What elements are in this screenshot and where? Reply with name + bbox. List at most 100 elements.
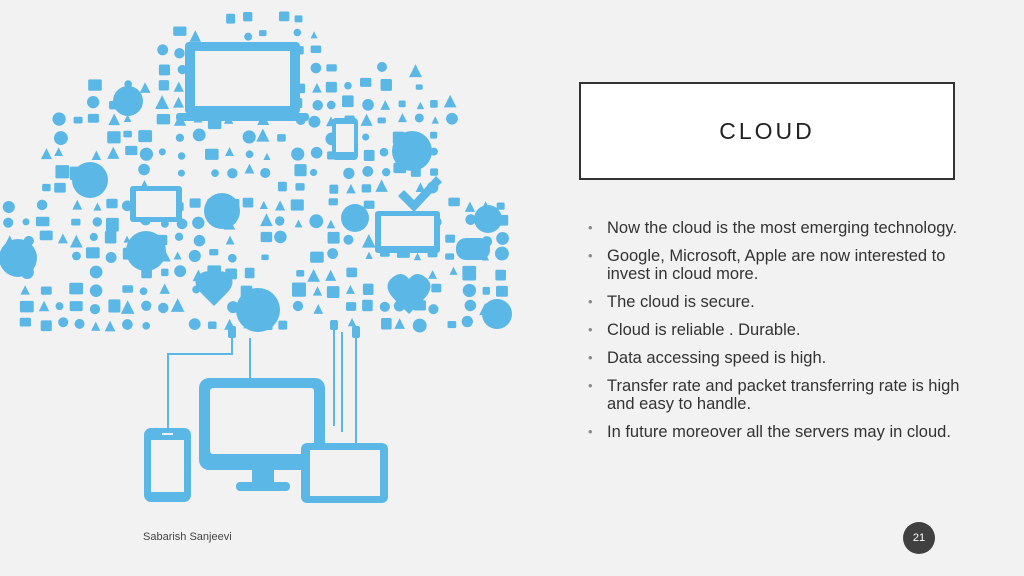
app-icon-tile <box>361 184 372 193</box>
app-icon-tile <box>139 82 151 93</box>
app-icon-tile <box>89 284 103 297</box>
bullet-marker: • <box>588 294 593 309</box>
app-icon-tile <box>177 64 187 75</box>
app-icon-tile <box>170 298 185 312</box>
app-icon-tile <box>123 114 132 123</box>
app-icon-tile <box>294 164 307 177</box>
app-icon-tile <box>310 62 322 74</box>
app-icon-tile <box>123 130 132 138</box>
app-icon-tile <box>277 134 286 142</box>
app-icon-tile <box>310 45 322 53</box>
app-icon-tile <box>329 184 339 194</box>
wifi-icon <box>341 204 369 232</box>
app-icon-tile <box>54 182 66 193</box>
app-icon-tile <box>54 147 64 157</box>
app-icon-tile <box>142 322 150 330</box>
app-icon-tile <box>290 199 304 211</box>
app-icon-tile <box>292 300 304 312</box>
app-icon-tile <box>72 199 83 210</box>
app-icon-tile <box>175 133 185 142</box>
bullet-item: • The cloud is secure. <box>588 293 968 311</box>
bullet-item: • Cloud is reliable . Durable. <box>588 321 968 339</box>
app-icon-tile <box>415 182 426 193</box>
app-icon-tile <box>430 131 438 139</box>
app-icon-tile <box>325 269 337 281</box>
app-icon-tile <box>173 81 184 92</box>
app-icon-tile <box>93 202 102 211</box>
app-icon-tile <box>495 269 506 281</box>
app-icon-tile <box>35 216 50 227</box>
app-icon-tile <box>20 285 30 295</box>
app-icon-tile <box>225 147 234 156</box>
app-icon-tile <box>431 116 439 124</box>
app-icon-tile <box>52 112 66 126</box>
app-icon-tile <box>465 214 477 225</box>
app-icon-tile <box>293 28 302 37</box>
app-icon-tile <box>347 317 357 327</box>
monitor-circle-icon <box>0 239 37 277</box>
app-icon-tile <box>365 251 373 259</box>
app-icon-tile <box>174 265 187 278</box>
check-icon <box>398 176 442 212</box>
chart-circle-icon <box>126 231 166 271</box>
app-icon-tile <box>430 99 438 108</box>
app-icon-tile <box>106 198 118 209</box>
app-icon-tile <box>363 200 375 209</box>
app-icon-tile <box>105 217 119 232</box>
app-icon-tile <box>174 232 184 241</box>
app-icon-tile <box>89 232 98 242</box>
heart-icon-2 <box>387 273 431 314</box>
app-icon-tile <box>412 318 427 333</box>
app-icon-tile <box>345 302 357 311</box>
app-icon-tile <box>242 130 256 144</box>
app-icon-tile <box>74 318 85 329</box>
app-icon-tile <box>416 101 425 110</box>
app-icon-tile <box>155 95 170 110</box>
app-icon-tile <box>108 299 121 313</box>
app-icon-tile <box>174 47 185 59</box>
app-icon-tile <box>343 167 355 180</box>
app-icon-tile <box>381 318 392 330</box>
app-icon-tile <box>379 301 390 312</box>
download-icon <box>72 162 108 198</box>
cloud-devices-illustration <box>0 11 512 503</box>
app-icon-tile <box>360 113 373 126</box>
app-icon-tile <box>379 147 389 157</box>
app-icon-tile <box>275 200 286 211</box>
app-icon-tile <box>291 282 306 297</box>
globe-icon <box>474 205 502 233</box>
app-icon-tile <box>193 234 206 247</box>
app-icon-tile <box>362 299 373 312</box>
app-icon-tile <box>362 133 370 141</box>
app-icon-tile <box>343 234 354 245</box>
app-icon-tile <box>173 96 184 108</box>
app-icon-tile <box>278 11 290 22</box>
app-icon-tile <box>58 317 69 328</box>
bullet-text: Google, Microsoft, Apple are now interes… <box>607 247 946 283</box>
app-icon-tile <box>496 285 508 297</box>
bullet-marker: • <box>588 350 593 365</box>
app-icon-tile <box>309 214 324 229</box>
app-icon-tile <box>344 81 352 90</box>
app-icon-tile <box>3 217 14 228</box>
bullet-list: • Now the cloud is the most emerging tec… <box>588 219 968 451</box>
connection-cables <box>167 328 357 445</box>
app-icon-tile <box>263 152 271 160</box>
app-icon-tile <box>260 231 273 243</box>
app-icon-tile <box>88 79 102 91</box>
app-icon-tile <box>482 286 490 295</box>
smartphone-device <box>144 428 191 502</box>
app-icon-tile <box>244 32 253 41</box>
app-icon-tile <box>157 302 169 314</box>
app-icon-tile <box>89 304 101 315</box>
bullet-text: Now the cloud is the most emerging techn… <box>607 219 958 237</box>
app-icon-tile <box>464 299 477 312</box>
app-icon-tile <box>2 200 15 214</box>
app-icon-tile <box>397 113 407 123</box>
satellite-icon <box>204 193 240 229</box>
app-icon-tile <box>310 146 323 159</box>
app-icon-tile <box>107 131 121 144</box>
app-icon-tile <box>446 112 458 125</box>
app-icon-tile <box>259 200 268 209</box>
app-icon-tile <box>496 202 505 210</box>
